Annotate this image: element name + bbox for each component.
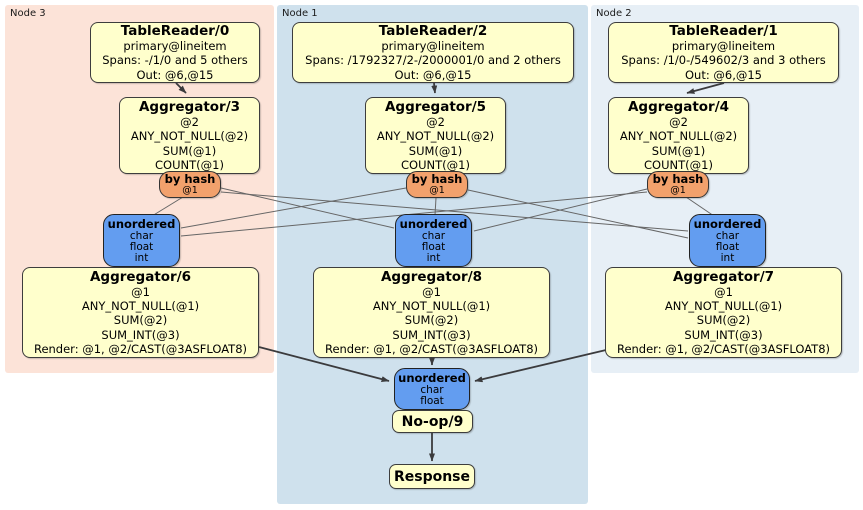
agg-line: ANY_NOT_NULL(@2) xyxy=(376,129,495,144)
tablereader-2-box: TableReader/2 primary@lineitem Spans: /1… xyxy=(292,22,574,83)
node2-label: Node 2 xyxy=(596,8,632,19)
unordered-sync-node2: unordered char float int xyxy=(689,214,766,267)
final-unordered-sync: unordered char float xyxy=(394,368,470,410)
aggregator-4-box: Aggregator/4 @2 ANY_NOT_NULL(@2) SUM(@1)… xyxy=(608,97,749,174)
aggregator-5-box: Aggregator/5 @2 ANY_NOT_NULL(@2) SUM(@1)… xyxy=(365,97,506,174)
router-detail: @1 xyxy=(182,185,198,196)
aggregator-7-box: Aggregator/7 @1 ANY_NOT_NULL(@1) SUM(@2)… xyxy=(605,267,842,358)
processor-title: TableReader/2 xyxy=(378,23,488,40)
router-label: by hash xyxy=(652,172,704,186)
sync-type: float xyxy=(420,394,444,407)
noop-label: No-op/9 xyxy=(401,413,464,430)
unordered-sync-node3: unordered char float int xyxy=(103,214,180,267)
agg-line: SUM(@2) xyxy=(696,313,751,328)
agg-line: @1 xyxy=(131,285,150,299)
agg-line: ANY_NOT_NULL(@1) xyxy=(81,299,200,314)
router-detail: @1 xyxy=(670,185,686,196)
processor-title: Aggregator/6 xyxy=(89,269,192,285)
router-label: by hash xyxy=(164,172,216,186)
processor-spans: Spans: -/1/0 and 5 others xyxy=(102,53,248,68)
agg-line: COUNT(@1) xyxy=(644,157,713,172)
sync-label: unordered xyxy=(399,216,468,231)
processor-title: TableReader/1 xyxy=(669,23,778,40)
response-label: Response xyxy=(393,468,471,485)
hash-router-node1: by hash @1 xyxy=(406,171,468,198)
agg-line: COUNT(@1) xyxy=(155,157,224,172)
aggregator-3-box: Aggregator/3 @2 ANY_NOT_NULL(@2) SUM(@1)… xyxy=(119,97,260,174)
agg-line: @1 xyxy=(422,285,441,299)
aggregator-8-box: Aggregator/8 @1 ANY_NOT_NULL(@1) SUM(@2)… xyxy=(313,267,550,358)
agg-line: Render: @1, @2/CAST(@3ASFLOAT8) xyxy=(33,341,248,356)
agg-line: @2 xyxy=(669,115,688,130)
agg-line: ANY_NOT_NULL(@1) xyxy=(664,299,783,314)
agg-line: Render: @1, @2/CAST(@3ASFLOAT8) xyxy=(324,341,539,356)
processor-out: Out: @6,@15 xyxy=(136,67,214,82)
router-label: by hash xyxy=(411,172,463,186)
aggregator-6-box: Aggregator/6 @1 ANY_NOT_NULL(@1) SUM(@2)… xyxy=(22,267,259,358)
unordered-sync-node1: unordered char float int xyxy=(395,214,472,267)
noop-box: No-op/9 xyxy=(392,410,473,433)
agg-line: SUM(@2) xyxy=(113,313,168,328)
node1-label: Node 1 xyxy=(282,8,318,19)
agg-line: SUM(@1) xyxy=(408,143,463,158)
agg-line: SUM(@1) xyxy=(162,143,217,158)
agg-line: @2 xyxy=(180,115,199,130)
tablereader-1-box: TableReader/1 primary@lineitem Spans: /1… xyxy=(608,22,839,83)
agg-line: @1 xyxy=(714,285,733,299)
processor-title: Aggregator/3 xyxy=(138,99,241,116)
processor-title: Aggregator/7 xyxy=(672,269,775,285)
processor-title: TableReader/0 xyxy=(120,23,230,40)
sync-type: char xyxy=(421,229,446,242)
router-detail: @1 xyxy=(429,185,445,196)
agg-line: @2 xyxy=(426,115,445,130)
processor-title: Aggregator/4 xyxy=(627,99,730,116)
sync-type: int xyxy=(134,251,149,264)
sync-type: int xyxy=(426,251,441,264)
sync-label: unordered xyxy=(107,216,176,231)
sync-type: int xyxy=(720,251,735,264)
processor-index: primary@lineitem xyxy=(671,39,776,54)
agg-line: COUNT(@1) xyxy=(401,157,470,172)
agg-line: ANY_NOT_NULL(@2) xyxy=(130,129,249,144)
agg-line: SUM(@1) xyxy=(651,143,706,158)
sync-type: char xyxy=(129,229,154,242)
agg-line: SUM_INT(@3) xyxy=(392,327,471,342)
node3-label: Node 3 xyxy=(10,8,46,19)
agg-line: Render: @1, @2/CAST(@3ASFLOAT8) xyxy=(616,341,831,356)
sync-type: float xyxy=(421,240,446,253)
processor-out: Out: @6,@15 xyxy=(685,67,762,82)
processor-spans: Spans: /1/0-/549602/3 and 3 others xyxy=(621,53,826,68)
sync-type: float xyxy=(715,240,740,253)
processor-index: primary@lineitem xyxy=(123,39,227,54)
agg-line: SUM_INT(@3) xyxy=(684,327,763,342)
processor-spans: Spans: /1792327/2-/2000001/0 and 2 other… xyxy=(305,53,561,68)
agg-line: SUM(@2) xyxy=(404,313,459,328)
sync-type: char xyxy=(715,229,740,242)
processor-out: Out: @6,@15 xyxy=(394,67,472,82)
sync-label: unordered xyxy=(398,370,466,385)
agg-line: SUM_INT(@3) xyxy=(101,327,180,342)
processor-title: Aggregator/5 xyxy=(384,99,487,116)
tablereader-0-box: TableReader/0 primary@lineitem Spans: -/… xyxy=(90,22,260,83)
sync-label: unordered xyxy=(693,216,762,231)
response-box: Response xyxy=(389,464,475,489)
sync-type: char xyxy=(420,383,444,396)
hash-router-node3: by hash @1 xyxy=(159,171,221,198)
processor-index: primary@lineitem xyxy=(381,39,485,54)
agg-line: ANY_NOT_NULL(@2) xyxy=(619,129,738,144)
agg-line: ANY_NOT_NULL(@1) xyxy=(372,299,491,314)
hash-router-node2: by hash @1 xyxy=(647,171,709,198)
processor-title: Aggregator/8 xyxy=(380,269,483,285)
sync-type: float xyxy=(129,240,154,253)
